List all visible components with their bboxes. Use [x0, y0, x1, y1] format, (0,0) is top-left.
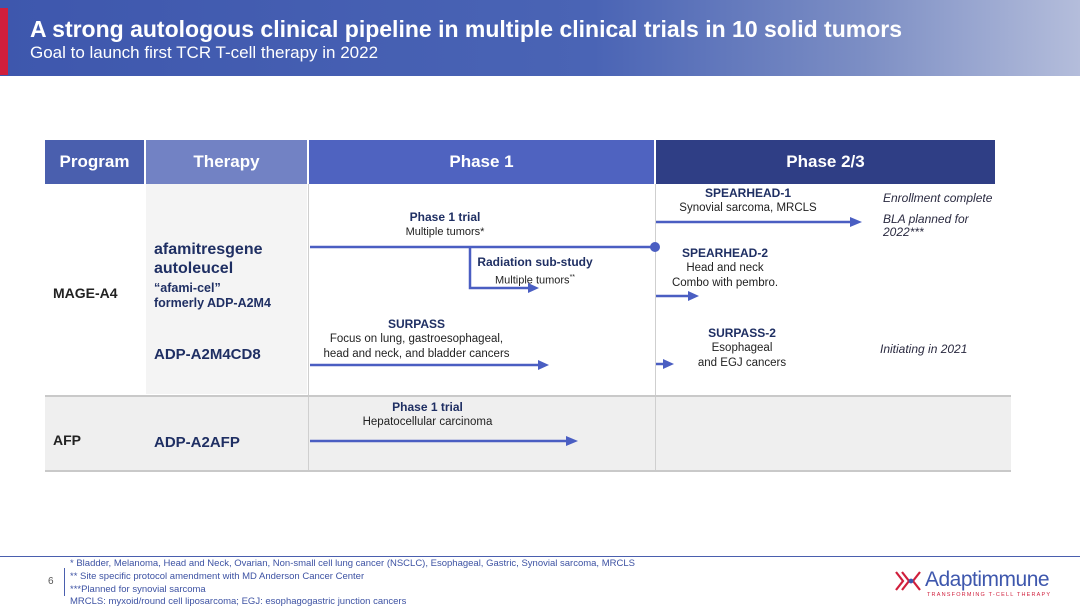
table-bottom-border	[45, 470, 1011, 472]
spearhead1-arrowhead	[850, 217, 862, 227]
header-accent	[0, 8, 8, 75]
slide-title: A strong autologous clinical pipeline in…	[30, 16, 903, 42]
footnote-2: ** Site specific protocol amendment with…	[70, 571, 365, 582]
footnote-1: * Bladder, Melanoma, Head and Neck, Ovar…	[70, 558, 635, 569]
phase-transition-dot	[650, 242, 660, 252]
program-mage-a4: MAGE-A4	[53, 285, 118, 301]
surpass2-arrowhead	[663, 359, 674, 369]
afp-row-background	[45, 397, 1011, 470]
radiation-substudy-connector	[468, 247, 530, 290]
surpass2-title: SURPASS-2	[708, 326, 776, 340]
radiation-footnote-mark: **	[569, 274, 576, 281]
status-bla: BLA planned for 2022***	[883, 213, 969, 239]
footnote-3: ***Planned for synovial sarcoma	[70, 584, 206, 595]
afp-phase1-title: Phase 1 trial	[392, 400, 463, 414]
column-header-program: Program	[45, 140, 144, 184]
spearhead2-title: SPEARHEAD-2	[681, 246, 768, 260]
header-bar	[0, 0, 1080, 76]
spearhead2-label: SPEARHEAD-2 Head and neck Combo with pem…	[660, 246, 790, 291]
therapy-name-line2: autoleucel	[154, 260, 234, 277]
column-header-phase23: Phase 2/3	[656, 140, 995, 184]
phase1-trial-title: Phase 1 trial	[409, 210, 481, 224]
spearhead2-arrowhead	[688, 291, 699, 301]
program-afp: AFP	[53, 432, 81, 448]
spearhead1-label: SPEARHEAD-1 Synovial sarcoma, MRCLS	[668, 186, 828, 216]
radiation-substudy-label: Radiation sub-study Multiple tumors**	[470, 255, 600, 289]
adaptimmune-logo-icon	[893, 568, 923, 594]
spearhead1-title: SPEARHEAD-1	[704, 186, 791, 200]
surpass2-line1: Esophageal	[711, 342, 773, 354]
status-enrollment: Enrollment complete	[883, 191, 993, 205]
phase1-trial-label: Phase 1 trial Multiple tumors*	[380, 210, 510, 240]
spearhead1-detail: Synovial sarcoma, MRCLS	[679, 202, 817, 214]
therapy-adp-a2m4cd8: ADP-A2M4CD8	[154, 346, 261, 363]
page-number: 6	[48, 576, 54, 587]
slide-subtitle: Goal to launch first TCR T-cell therapy …	[30, 43, 379, 62]
radiation-arrowhead	[528, 283, 539, 293]
therapy-name-line1: afamitresgene	[154, 241, 263, 258]
logo-tagline: TRANSFORMING T-CELL THERAPY	[927, 592, 1052, 598]
column-header-therapy: Therapy	[146, 140, 307, 184]
surpass2-label: SURPASS-2 Esophageal and EGJ cancers	[672, 326, 812, 371]
surpass2-line2: and EGJ cancers	[697, 357, 787, 369]
afp-phase1-detail: Hepatocellular carcinoma	[362, 416, 493, 428]
afp-phase1-label: Phase 1 trial Hepatocellular carcinoma	[340, 400, 515, 430]
therapy-column-background	[146, 184, 307, 394]
status-bla-line2: 2022***	[883, 225, 924, 239]
therapy-nickname: “afami-cel”	[154, 281, 221, 295]
afp-arrowhead	[566, 436, 578, 446]
footer-rule	[0, 556, 1080, 557]
column-divider	[655, 184, 656, 470]
footnote-4: MRCLS: myxoid/round cell liposarcoma; EG…	[70, 596, 407, 607]
surpass-label: SURPASS Focus on lung, gastroesophageal,…	[310, 317, 523, 362]
therapy-adp-a2afp: ADP-A2AFP	[154, 434, 240, 451]
row-divider	[45, 395, 1011, 397]
radiation-title: Radiation sub-study	[477, 255, 593, 269]
therapy-formerly: formerly ADP-A2M4	[154, 296, 271, 310]
surpass-arrowhead	[538, 360, 549, 370]
surpass-title: SURPASS	[387, 317, 446, 331]
spearhead2-line1: Head and neck	[686, 262, 764, 274]
surpass-line1: Focus on lung, gastroesophageal,	[329, 333, 504, 345]
column-divider	[308, 184, 309, 470]
column-header-phase1: Phase 1	[309, 140, 654, 184]
status-bla-line1: BLA planned for	[883, 212, 969, 226]
therapy-afami-cel: afamitresgene autoleucel	[154, 240, 263, 278]
radiation-detail: Multiple tumors	[494, 274, 570, 287]
logo-wordmark: Adaptimmune	[925, 568, 1050, 591]
surpass-line2: head and neck, and bladder cancers	[323, 348, 510, 360]
status-initiating: Initiating in 2021	[880, 342, 968, 356]
phase1-trial-detail: Multiple tumors*	[405, 226, 485, 238]
spearhead2-line2: Combo with pembro.	[671, 277, 779, 289]
therapy-afami-cel-aliases: “afami-cel” formerly ADP-A2M4	[154, 281, 271, 311]
footer-divider	[64, 568, 65, 596]
